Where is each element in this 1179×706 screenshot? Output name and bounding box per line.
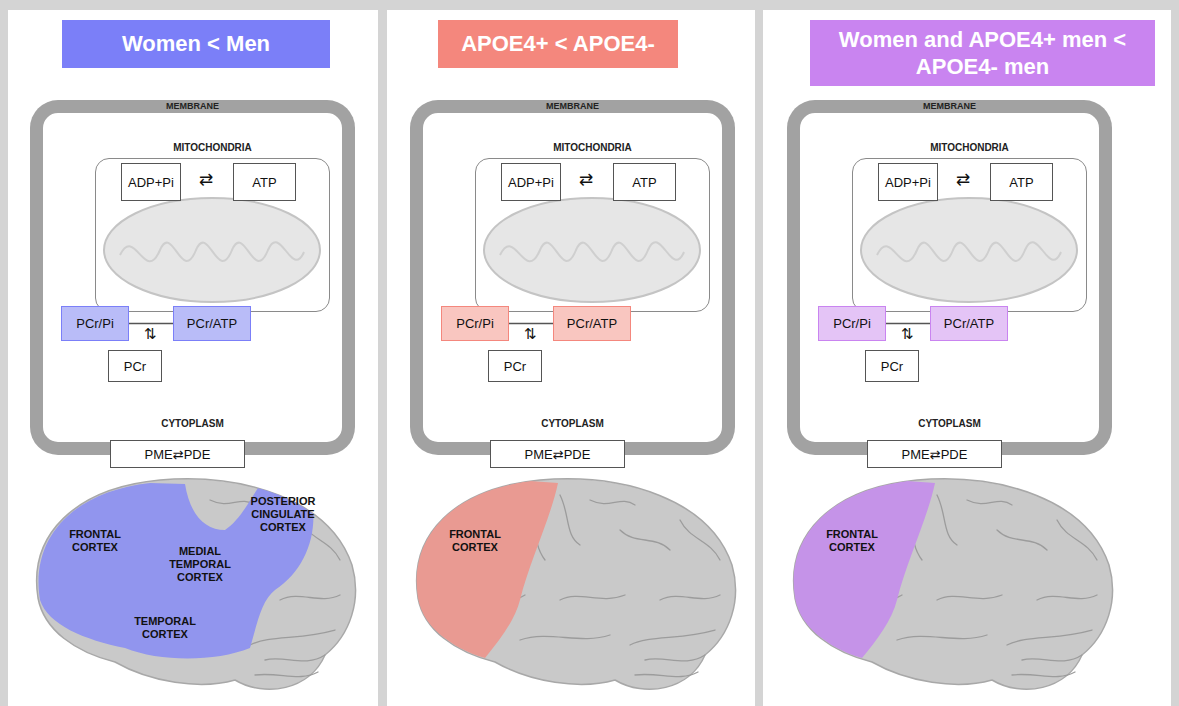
metabolite-label: PME⇄PDE [525,447,591,462]
cytoplasm-label: CYTOPLASM [787,418,1112,429]
panel-header: APOE4+ < APOE4- [438,20,678,68]
metabolite-box: PME⇄PDE [867,440,1002,468]
connector-line [509,323,553,325]
metabolite-label: PME⇄PDE [145,447,211,462]
metabolite-box: ADP+Pi [121,163,181,201]
brain-outline [37,479,356,689]
reaction-arrow: ⇄ [946,170,980,190]
metabolite-label: PCr [504,359,526,374]
ratio-box: PCr/ATP [930,306,1008,341]
reaction-arrow: ⇅ [519,325,541,343]
metabolite-label: PCr/ATP [944,316,994,331]
connector-line [886,323,930,325]
panel-header: Women and APOE4+ men < APOE4- men [810,20,1155,86]
metabolite-box: ADP+Pi [501,163,561,201]
panel-title: Women < Men [122,30,270,58]
metabolite-label: PME⇄PDE [902,447,968,462]
mitochondria-box: MITOCHONDRIAADP+PiATPPCr/PiPCr/ATP [475,158,710,312]
reaction-arrow: ⇄ [569,170,603,190]
metabolite-label: PCr/Pi [456,316,494,331]
metabolite-box: ATP [613,163,676,201]
panel-header: Women < Men [62,20,330,68]
metabolite-label: PCr/Pi [76,316,114,331]
metabolite-label: ATP [252,175,276,190]
metabolite-box: PCr [865,350,919,382]
metabolite-label: PCr [881,359,903,374]
membrane-label: MEMBRANE [410,101,735,111]
mitochondria-label: MITOCHONDRIA [853,142,1086,153]
ratio-box: PCr/ATP [173,306,251,341]
mitochondria-label: MITOCHONDRIA [476,142,709,153]
metabolite-label: PCr/Pi [833,316,871,331]
panel-ground [387,10,755,706]
region-label: FRONTAL CORTEX [813,528,891,554]
metabolite-label: ADP+Pi [508,175,554,190]
metabolite-label: PCr [124,359,146,374]
connector-line [129,323,173,325]
metabolite-box: PCr [108,350,162,382]
membrane-outline: MEMBRANE CYTOPLASM MITOCHONDRIA ADP+Pi ATP PC… [30,100,355,455]
metabolite-box: PCr [488,350,542,382]
metabolite-box: ATP [233,163,296,201]
region-label: POSTERIOR CINGULATE CORTEX [247,495,319,535]
metabolite-label: PCr/ATP [187,316,237,331]
region-label: FRONTAL CORTEX [56,528,134,554]
membrane-label: MEMBRANE [30,101,355,111]
metabolite-label: ATP [1009,175,1033,190]
metabolite-box: ATP [990,163,1053,201]
ratio-box: PCr/Pi [61,306,129,341]
reaction-arrow: ⇅ [896,325,918,343]
reaction-arrow: ⇄ [189,170,223,190]
mitochondrion-picture [861,198,1077,302]
mitochondria-box: MITOCHONDRIAADP+PiATPPCr/PiPCr/ATP [95,158,330,312]
region-label: TEMPORAL CORTEX [127,615,203,641]
membrane-outline: MEMBRANE CYTOPLASM MITOCHONDRIA ADP+Pi ATP PC… [787,100,1112,455]
ratio-box: PCr/Pi [441,306,509,341]
mitochondrion-picture [484,198,700,302]
reaction-arrow: ⇅ [139,325,161,343]
ratio-box: PCr/Pi [818,306,886,341]
metabolite-label: ATP [632,175,656,190]
ratio-box: PCr/ATP [553,306,631,341]
brain-region [38,483,313,659]
panel-ground [8,10,378,706]
metabolite-label: PCr/ATP [567,316,617,331]
mitochondrion-picture [104,198,320,302]
panel-title: APOE4+ < APOE4- [461,30,655,58]
region-label: FRONTAL CORTEX [436,528,514,554]
mitochondria-box: MITOCHONDRIAADP+PiATPPCr/PiPCr/ATP [852,158,1087,312]
metabolite-box: PME⇄PDE [110,440,245,468]
panel-ground [763,10,1171,706]
region-label: MEDIAL TEMPORAL CORTEX [164,545,236,585]
panel-title: Women and APOE4+ men < APOE4- men [820,26,1145,81]
brain-region [415,481,558,658]
membrane-label: MEMBRANE [787,101,1112,111]
cytoplasm-label: CYTOPLASM [410,418,735,429]
mitochondria-label: MITOCHONDRIA [96,142,329,153]
metabolite-box: PME⇄PDE [490,440,625,468]
brain-region [792,481,935,658]
metabolite-label: ADP+Pi [128,175,174,190]
metabolite-label: ADP+Pi [885,175,931,190]
cytoplasm-label: CYTOPLASM [30,418,355,429]
membrane-outline: MEMBRANE CYTOPLASM MITOCHONDRIA ADP+Pi ATP PC… [410,100,735,455]
metabolite-box: ADP+Pi [878,163,938,201]
